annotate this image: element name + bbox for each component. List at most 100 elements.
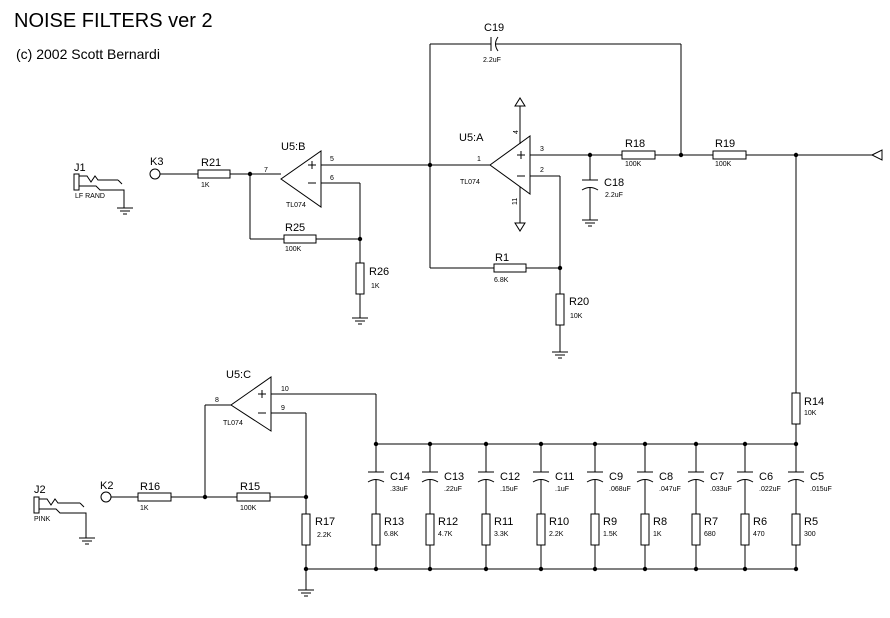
capacitor-c9-ref: C9 — [609, 471, 623, 483]
resistor-r13-ref: R13 — [384, 516, 404, 528]
capacitor-c13-ref: C13 — [444, 471, 464, 483]
resistor-r9-ref: R9 — [603, 516, 617, 528]
capacitor-c11-value: .1uF — [555, 486, 569, 493]
resistor-r21 — [197, 169, 231, 179]
capacitor-c9-plate — [586, 479, 604, 483]
resistor-r25 — [283, 234, 317, 244]
resistor-r16-value: 1K — [140, 505, 149, 512]
capacitor-c12-value: .15uF — [500, 486, 518, 493]
resistor-r19-value: 100K — [715, 161, 732, 168]
resistor-r5-ref: R5 — [804, 516, 818, 528]
capacitor-c14-value: .33uF — [390, 486, 408, 493]
opamp-u5c — [230, 376, 272, 432]
resistor-r8-value: 1K — [653, 531, 662, 538]
pin-u5b-plus: 5 — [330, 156, 334, 163]
jack-j2-ref: J2 — [34, 484, 46, 496]
resistor-r18 — [621, 150, 656, 160]
node-k3 — [149, 168, 161, 180]
capacitor-c19 — [490, 36, 499, 52]
resistor-r15 — [236, 492, 271, 502]
node-k3-label: K3 — [150, 156, 163, 168]
opamp-u5c-ref: U5:C — [226, 369, 251, 381]
resistor-r21-value: 1K — [201, 182, 210, 189]
capacitor-c5-value: .015uF — [810, 486, 832, 493]
capacitor-c6-plate — [736, 479, 754, 483]
opamp-u5a-ref: U5:A — [459, 132, 484, 144]
resistor-r5-value: 300 — [804, 531, 816, 538]
resistor-r8 — [640, 513, 650, 546]
jack-j1-ref: J1 — [74, 162, 86, 174]
capacitor-c6-ref: C6 — [759, 471, 773, 483]
pin-u5a-minus: 2 — [540, 167, 544, 174]
node-k2-label: K2 — [100, 480, 113, 492]
capacitor-c13-value: .22uF — [444, 486, 462, 493]
resistor-r17 — [301, 513, 311, 546]
resistor-r1-ref: R1 — [495, 252, 509, 264]
resistor-r15-ref: R15 — [240, 481, 260, 493]
capacitor-c14-plate — [367, 479, 385, 483]
resistor-r14 — [791, 392, 801, 425]
opamp-u5a — [489, 135, 531, 195]
ground-symbol — [352, 317, 368, 325]
resistor-r20 — [555, 293, 565, 326]
resistor-r14-ref: R14 — [804, 396, 824, 408]
pin-u5c-out: 8 — [215, 397, 219, 404]
resistor-r11-value: 3.3K — [494, 531, 509, 538]
opamp-u5b-ref: U5:B — [281, 141, 305, 153]
pin-u5a-vneg: 11 — [512, 198, 519, 205]
resistor-r17-value: 2.2K — [317, 532, 332, 539]
capacitor-c8-value: .047uF — [659, 486, 681, 493]
capacitor-c19-value: 2.2uF — [483, 57, 501, 64]
resistor-r7-ref: R7 — [704, 516, 718, 528]
ground-symbol — [552, 351, 568, 359]
output-port-arrow — [870, 149, 883, 161]
capacitor-c19-ref: C19 — [484, 22, 504, 34]
resistor-r26-value: 1K — [371, 283, 380, 290]
ground-symbol — [117, 207, 133, 215]
page-title: NOISE FILTERS ver 2 — [14, 10, 213, 32]
capacitor-c12-ref: C12 — [500, 471, 520, 483]
jack-j2-label: PINK — [34, 516, 51, 523]
resistor-r6-ref: R6 — [753, 516, 767, 528]
resistor-r9-value: 1.5K — [603, 531, 618, 538]
resistor-r1 — [493, 263, 527, 273]
resistor-r10 — [536, 513, 546, 546]
ground-symbol — [298, 589, 314, 597]
capacitor-c18 — [581, 179, 599, 191]
resistor-r13-value: 6.8K — [384, 531, 399, 538]
capacitor-c5-plate — [787, 479, 805, 483]
node-k2 — [100, 491, 112, 503]
pin-u5c-minus: 9 — [281, 405, 285, 412]
resistor-r19-ref: R19 — [715, 138, 735, 150]
resistor-r21-ref: R21 — [201, 157, 221, 169]
capacitor-c9-value: .068uF — [609, 486, 631, 493]
capacitor-c13-plate — [421, 479, 439, 483]
capacitor-c8-ref: C8 — [659, 471, 673, 483]
resistor-r18-ref: R18 — [625, 138, 645, 150]
resistor-r8-ref: R8 — [653, 516, 667, 528]
opamp-u5b-part: TL074 — [286, 202, 306, 209]
resistor-r12 — [425, 513, 435, 546]
jack-j1: J1 LF RAND — [73, 162, 125, 208]
resistor-r11-ref: R11 — [494, 516, 513, 528]
capacitor-c7-plate — [687, 479, 705, 483]
opamp-u5c-part: TL074 — [223, 420, 243, 427]
capacitor-c12-plate — [477, 479, 495, 483]
filter-bank: C14.33uFR136.8KC13.22uFR124.7KC12.15uFR1… — [367, 441, 832, 572]
resistor-r16 — [137, 492, 172, 502]
resistor-r16-ref: R16 — [140, 481, 160, 493]
resistor-r6 — [740, 513, 750, 546]
resistor-r18-value: 100K — [625, 161, 642, 168]
resistor-r11 — [481, 513, 491, 546]
pin-u5c-plus: 10 — [281, 386, 289, 393]
resistor-r26-ref: R26 — [369, 266, 389, 278]
opamp-u5b — [280, 150, 322, 208]
resistor-r10-ref: R10 — [549, 516, 569, 528]
capacitor-c11-plate — [532, 479, 550, 483]
capacitor-c14-ref: C14 — [390, 471, 410, 483]
resistor-r5 — [791, 513, 801, 546]
copyright-note: (c) 2002 Scott Bernardi — [16, 46, 160, 62]
capacitor-c7-ref: C7 — [710, 471, 724, 483]
pin-u5a-plus: 3 — [540, 146, 544, 153]
